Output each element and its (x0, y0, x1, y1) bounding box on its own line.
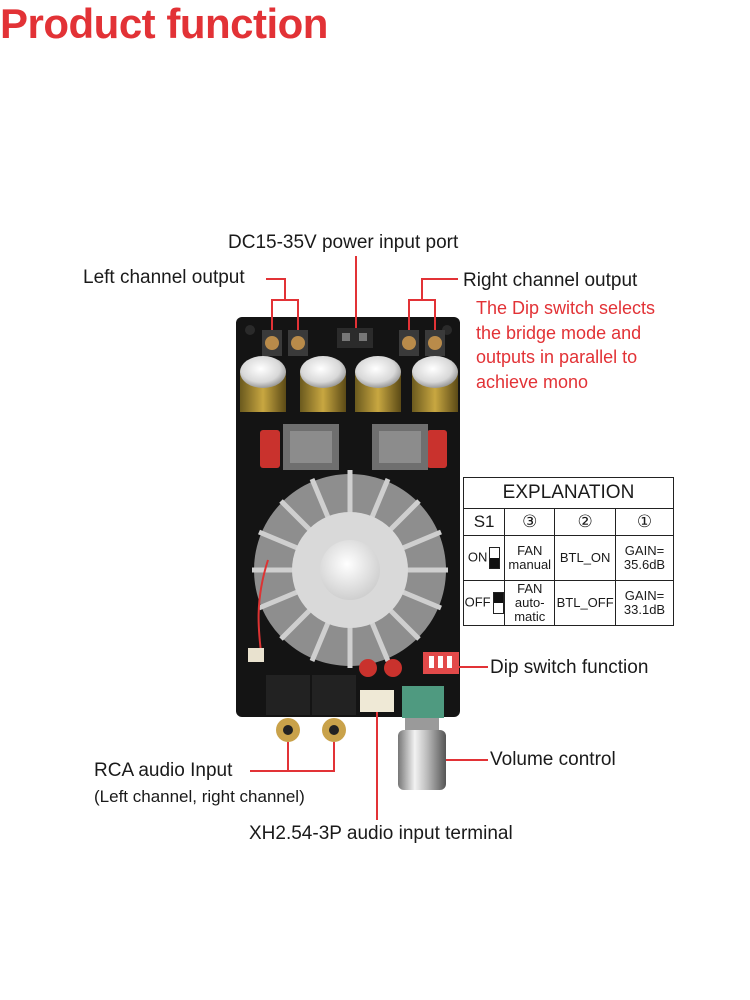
heatsink (252, 470, 448, 668)
column-header: S1 (462, 508, 506, 536)
rca-input-sublabel: (Left channel, right channel) (94, 787, 305, 806)
state-label: ON (467, 549, 488, 565)
right-output-terminals (399, 330, 445, 356)
explanation-table: EXPLANATION S1 ③ ② ① ON FAN manual BTL_O… (462, 477, 675, 626)
state-label: OFF (464, 594, 491, 610)
page-title: Product function (0, 0, 328, 47)
capacitors (240, 356, 458, 412)
gain-value: 33.1dB (623, 602, 666, 617)
column-header: ① (614, 508, 675, 536)
bridge-mode-note: The Dip switch selects the bridge mode a… (476, 296, 655, 394)
gain-label: GAIN= (624, 543, 665, 558)
fan-text: FAN (517, 581, 543, 596)
state-cell: ON (462, 535, 506, 581)
column-header: ③ (504, 508, 556, 536)
switch-icon-off (492, 592, 504, 614)
left-output-label: Left channel output (83, 267, 245, 288)
btl-cell: BTL_ON (554, 535, 616, 581)
fan-mode: manual (508, 557, 552, 572)
gain-label: GAIN= (624, 588, 665, 603)
volume-control-label: Volume control (490, 749, 616, 770)
left-output-terminals (262, 330, 308, 356)
table-row: ON FAN manual BTL_ON GAIN= 35.6dB (462, 535, 675, 581)
xh-terminal-label: XH2.54-3P audio input terminal (249, 823, 513, 844)
fan-cell: FAN manual (504, 535, 556, 581)
gain-cell: GAIN= 35.6dB (614, 535, 675, 581)
fan (320, 540, 380, 600)
state-cell: OFF (462, 580, 506, 626)
dip-switch-label: Dip switch function (490, 657, 649, 678)
volume-knob (398, 730, 446, 790)
table-header: EXPLANATION (463, 477, 674, 509)
power-input-label: DC15-35V power input port (228, 232, 459, 253)
rca-input-label: RCA audio Input (94, 760, 233, 781)
potentiometer (402, 686, 444, 718)
note-line: the bridge mode and (476, 322, 642, 343)
note-line: The Dip switch selects (476, 298, 656, 318)
right-output-label: Right channel output (463, 270, 638, 291)
btl-cell: BTL_OFF (554, 580, 616, 626)
table-row: OFF FAN auto- matic BTL_OFF GAIN= 33.1dB (462, 580, 675, 626)
note-line: achieve mono (476, 371, 589, 392)
fan-mode-cont: matic (514, 609, 546, 624)
gain-cell: GAIN= 33.1dB (614, 580, 675, 626)
fan-text: FAN (517, 543, 543, 558)
fan-mode: auto- (514, 595, 545, 610)
gain-value: 35.6dB (623, 557, 666, 572)
note-line: outputs in parallel to (476, 347, 638, 367)
fan-cell: FAN auto- matic (504, 580, 556, 626)
column-header: ② (554, 508, 616, 536)
switch-icon-on (489, 547, 501, 569)
rca-jacks (266, 675, 356, 742)
xh-connector (360, 690, 394, 712)
